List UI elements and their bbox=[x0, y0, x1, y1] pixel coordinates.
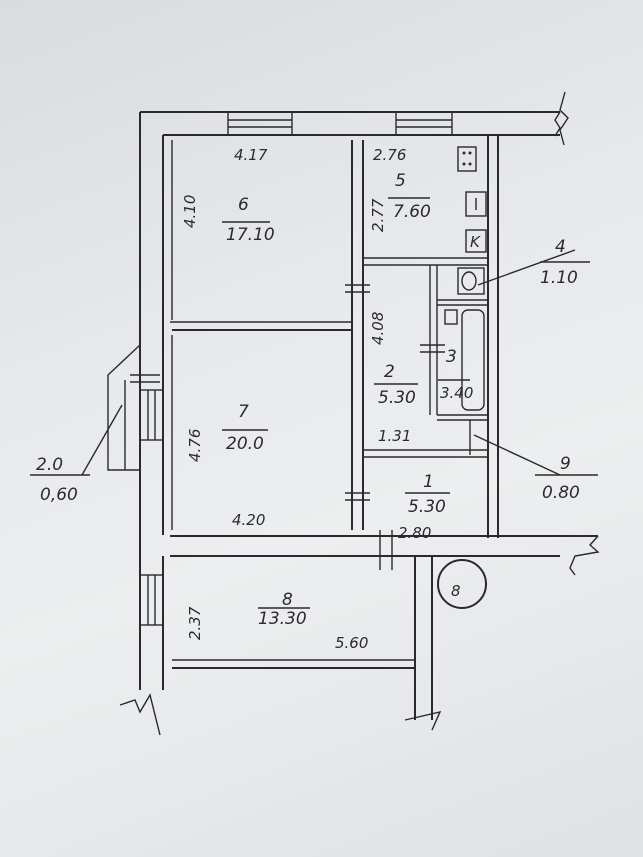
dim-room8-depth: 2.37 bbox=[186, 606, 204, 640]
dim-room5-depth: 2.77 bbox=[369, 198, 387, 232]
windows bbox=[139, 111, 453, 626]
bathtub-icon bbox=[444, 309, 485, 411]
unit-circle-label: 8 bbox=[451, 582, 461, 600]
room8-area: 13.30 bbox=[258, 609, 307, 629]
room2-number: 2 bbox=[384, 362, 395, 382]
dim-room2-width: 1.31 bbox=[378, 427, 411, 445]
dim-room2-depth: 4.08 bbox=[369, 312, 387, 345]
dim-room8-width: 5.60 bbox=[335, 634, 368, 652]
kitchen-boiler-icon bbox=[465, 229, 487, 253]
room7-area: 20.0 bbox=[226, 434, 264, 454]
kitchen-mark: K bbox=[470, 233, 481, 251]
room5-area: 7.60 bbox=[393, 202, 431, 222]
dim-room1-width: 2.80 bbox=[398, 524, 431, 542]
room5-number: 5 bbox=[395, 171, 406, 191]
closet-callout-area: 0.80 bbox=[542, 483, 580, 503]
room3-area: 3.40 bbox=[440, 384, 473, 402]
closet-callout-number: 9 bbox=[560, 454, 571, 474]
wc-callout-line bbox=[477, 249, 576, 286]
room1-number: 1 bbox=[423, 472, 434, 492]
room6-number: 6 bbox=[238, 195, 249, 215]
room7-number: 7 bbox=[238, 402, 249, 422]
wc-callout-area: 1.10 bbox=[540, 268, 578, 288]
stove-icon bbox=[457, 146, 477, 172]
wc-callout-number: 4 bbox=[555, 237, 566, 257]
unit-circle bbox=[437, 559, 487, 609]
sink-icon bbox=[465, 191, 487, 217]
room6-area: 17.10 bbox=[226, 225, 275, 245]
dim-room6-width: 4.17 bbox=[234, 146, 268, 164]
walls bbox=[107, 91, 600, 736]
balcony-callout-area: 0,60 bbox=[40, 485, 78, 505]
balcony-callout-number: 2.0 bbox=[36, 455, 63, 475]
toilet-icon bbox=[457, 267, 485, 295]
room2-area: 5.30 bbox=[378, 388, 416, 408]
closet-callout-line bbox=[473, 434, 561, 476]
balcony-callout-line bbox=[81, 404, 123, 476]
dim-room5-width: 2.76 bbox=[373, 146, 406, 164]
door-marks bbox=[130, 284, 445, 570]
dim-room7-width: 4.20 bbox=[232, 511, 265, 529]
dim-room6-depth: 4.10 bbox=[181, 195, 199, 228]
room1-area: 5.30 bbox=[408, 497, 446, 517]
dim-room7-depth: 4.76 bbox=[186, 429, 204, 462]
room8-number: 8 bbox=[282, 590, 293, 610]
room3-number: 3 bbox=[446, 347, 457, 367]
